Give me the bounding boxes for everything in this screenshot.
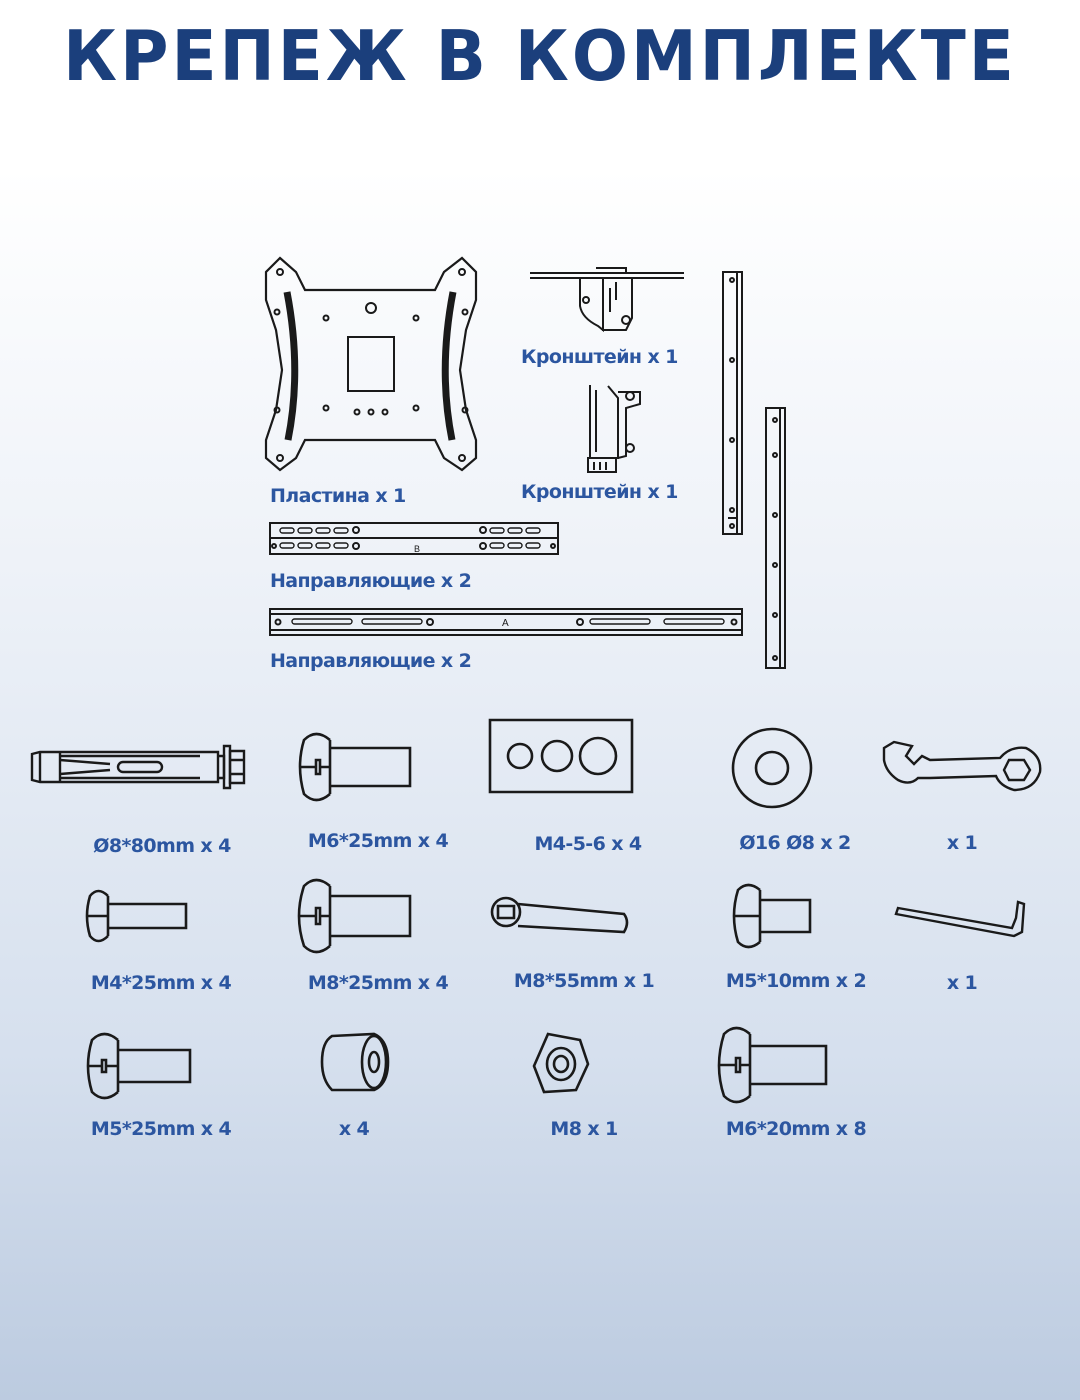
rail-mark-a: A [502,618,509,629]
fastener-label: M5*25mm x 4 [90,1118,232,1140]
vertical-bar-icon [723,272,742,534]
spacer-icon [322,1034,388,1090]
bracket-top-label: Кронштейн x 1 [521,346,678,368]
screw-icon [300,734,410,800]
socket-bolt-icon [492,898,627,932]
wrench-icon [884,742,1040,790]
fastener-label: M8*55mm x 1 [513,970,655,992]
rail-a-label: Направляющие x 2 [270,650,472,672]
screw-icon [87,891,186,941]
spacer-set-icon [490,720,632,792]
vertical-bar-icon [766,408,785,668]
bracket-icon [530,268,684,330]
anchor-bolt-icon [32,746,244,788]
bracket-icon [588,385,640,472]
fastener-label: x 4 [338,1118,370,1140]
fastener-label: Ø8*80mm x 4 [93,835,231,857]
hex-key-icon [896,902,1024,936]
plate-label: Пластина x 1 [270,485,406,507]
fastener-label: M4*25mm x 4 [90,972,232,994]
rail-mark-b: B [414,544,420,554]
fastener-label: Ø16 Ø8 x 2 [739,832,851,854]
vesa-plate-icon [266,258,476,470]
screw-icon [734,885,810,947]
washer-icon [733,729,811,807]
fastener-label: M6*20mm x 8 [725,1118,867,1140]
page-title: КРЕПЕЖ В КОМПЛЕКТЕ [63,16,1017,97]
screw-icon [719,1028,826,1102]
rail-icon [270,523,558,554]
rail-icon [270,609,742,635]
fastener-label: x 1 [946,972,978,994]
fastener-label: M6*25mm x 4 [307,830,449,852]
bracket-bottom-label: Кронштейн x 1 [521,481,678,503]
rail-b-label: Направляющие x 2 [270,570,472,592]
screw-icon [299,880,410,952]
fastener-label: M5*10mm x 2 [725,970,867,992]
fastener-label: M8*25mm x 4 [307,972,449,994]
screw-icon [88,1034,190,1098]
fastener-label: x 1 [946,832,978,854]
fastener-label: M4-5-6 x 4 [534,833,642,855]
fastener-label: M8 x 1 [550,1118,618,1140]
nut-icon [534,1034,588,1092]
